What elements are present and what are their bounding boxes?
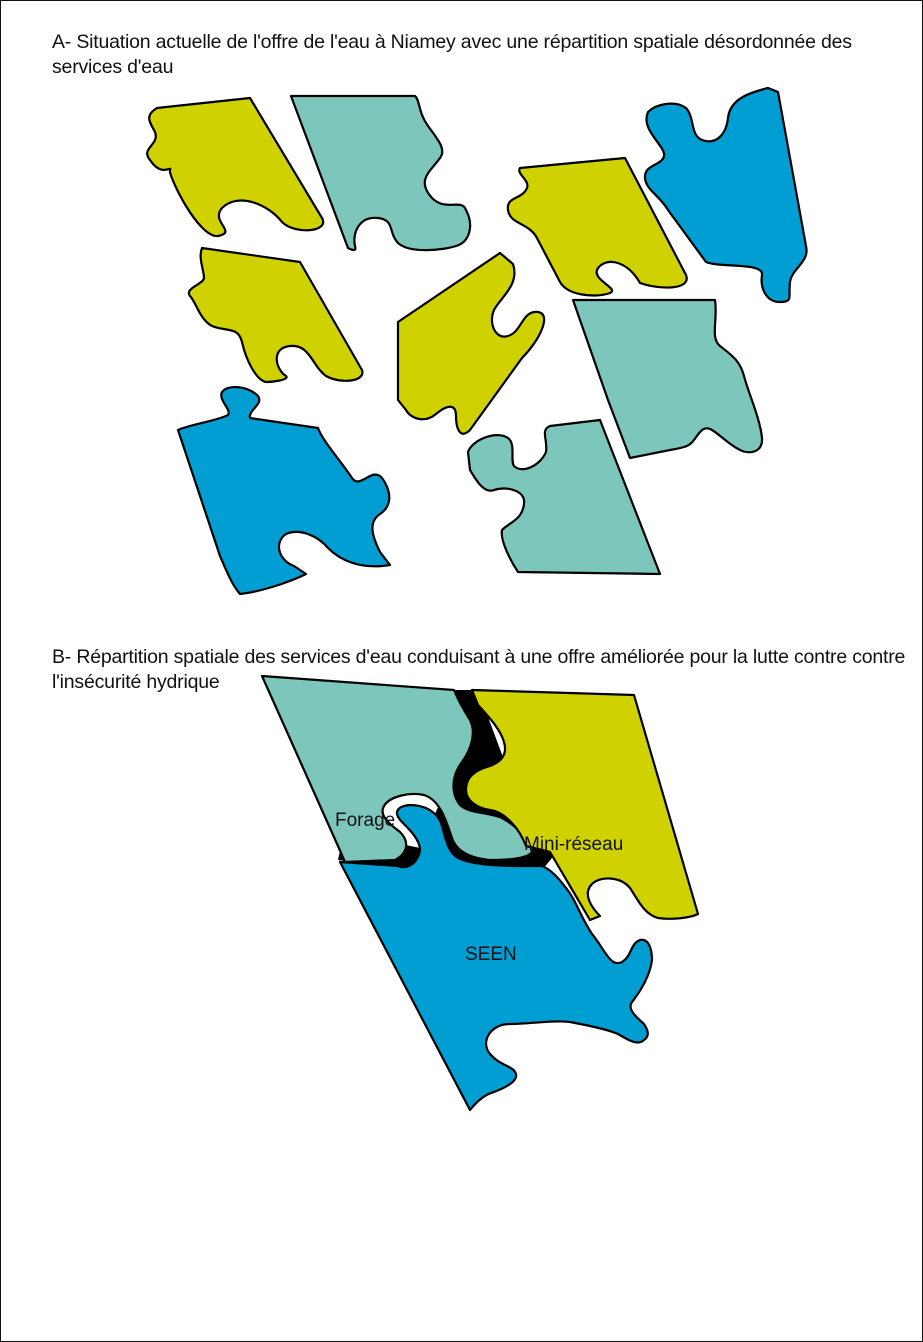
puzzle-piece-forage-3 <box>466 418 662 576</box>
panel-b-caption: B- Répartition spatiale des services d'e… <box>52 646 906 693</box>
label-seen: SEEN <box>465 944 517 965</box>
puzzle-piece-mini-reseau-2 <box>506 156 688 297</box>
assembled-piece-mini-reseau <box>464 688 700 922</box>
puzzle-piece-seen-2 <box>176 386 392 596</box>
puzzle-piece-seen-1 <box>643 86 808 304</box>
panel-b-assembly: Forage Mini-réseau SEEN <box>260 674 700 1112</box>
label-mini-reseau: Mini-réseau <box>524 834 623 855</box>
panel-a-pieces <box>146 86 808 596</box>
puzzle-piece-forage-2 <box>571 298 764 460</box>
puzzle-piece-forage-1 <box>289 94 472 252</box>
assembled-piece-seen <box>338 803 654 1112</box>
label-forage: Forage <box>335 810 395 831</box>
puzzle-piece-mini-reseau-4 <box>396 251 546 435</box>
panel-a-caption: A- Situation actuelle de l'offre de l'ea… <box>52 31 852 78</box>
puzzle-piece-mini-reseau-3 <box>187 246 364 384</box>
puzzle-piece-mini-reseau-1 <box>146 96 325 238</box>
assembled-piece-forage <box>260 674 534 864</box>
